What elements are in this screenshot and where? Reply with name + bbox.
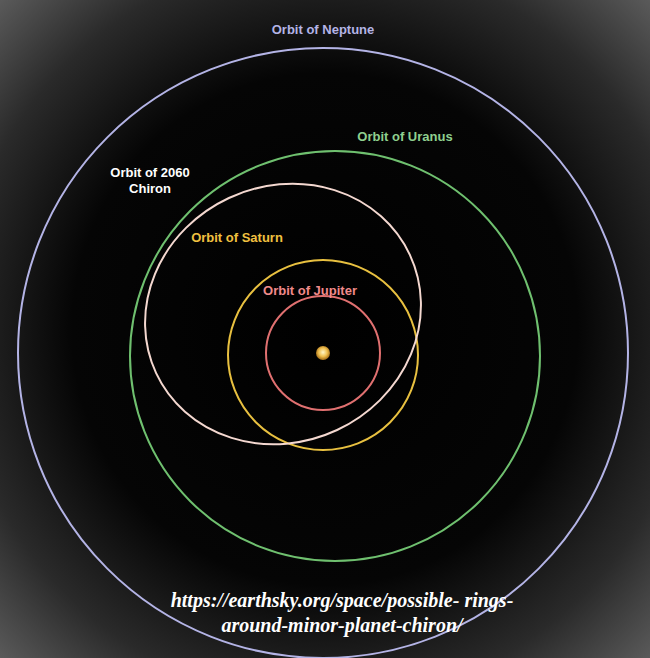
uranus-orbit <box>130 151 540 561</box>
orbit-label: Orbit of Uranus <box>325 129 485 145</box>
neptune-orbit <box>18 48 628 658</box>
orbit-label: Orbit of Saturn <box>167 230 307 246</box>
orbit-label: Orbit of Neptune <box>223 22 423 38</box>
source-caption: https://earthsky.org/space/possible- rin… <box>152 588 532 638</box>
saturn-orbit <box>228 260 418 450</box>
orbit-label: Orbit of 2060 Chiron <box>108 165 192 197</box>
orbit-label: Orbit of Jupiter <box>235 283 385 299</box>
sun <box>316 346 330 360</box>
jupiter-orbit <box>266 296 380 410</box>
chiron-orbit <box>102 139 464 489</box>
